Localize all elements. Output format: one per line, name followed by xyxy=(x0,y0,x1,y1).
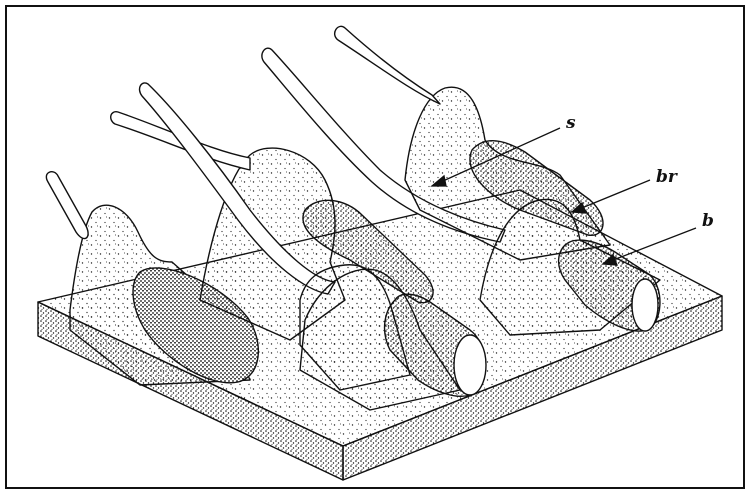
label-br: br xyxy=(656,167,678,187)
upper-strand xyxy=(335,26,440,104)
label-s: s xyxy=(565,113,576,133)
left-cut-stalk xyxy=(46,172,88,239)
label-b: b xyxy=(702,211,714,231)
right-cylinder-end xyxy=(632,279,658,331)
front-cylinder-end xyxy=(454,335,486,395)
